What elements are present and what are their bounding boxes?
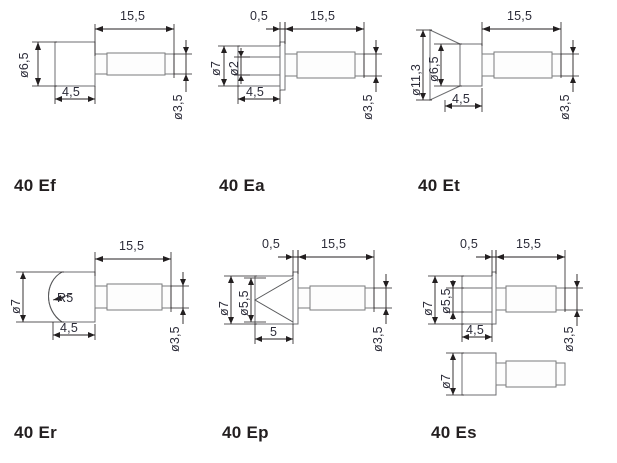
dim-text-length-total: 15,5 (310, 9, 335, 23)
dim-text-flange-thk: 0,5 (460, 237, 478, 251)
part-label-40-es: 40 Es (431, 423, 477, 442)
dim-text-shaft-dia: ø3,5 (171, 94, 185, 120)
part-label-40-ep: 40 Ep (222, 423, 269, 442)
dim-text-flange-thk: 0,5 (250, 9, 268, 23)
dim-text-head-dia-view2: ø7 (439, 374, 453, 389)
dim-step-dia-40-es: ø5,5 (439, 280, 464, 320)
drawing-40-er: 15,5 ø7 R5 (0, 232, 205, 362)
dim-text-shaft-dia: ø3,5 (168, 326, 182, 352)
drawing-40-et: 15,5 ø11,3 ø6,5 (409, 0, 617, 130)
dim-shaft-dia-40-er: ø3,5 (168, 272, 189, 352)
dim-text-length-total: 15,5 (119, 239, 144, 253)
part-outline-40-es-view2 (461, 352, 566, 396)
dim-shaft-dia-40-et: ø3,5 (558, 40, 579, 120)
dim-length-total-40-et: 15,5 (481, 9, 562, 78)
dim-shaft-dia-40-ea: ø3,5 (361, 40, 382, 120)
dim-text-head-len: 4,5 (466, 323, 484, 337)
dim-text-flange-dia: ø11,3 (409, 64, 423, 96)
part-label-40-er: 40 Er (14, 423, 58, 442)
dim-text-head-len: 4,5 (62, 85, 80, 99)
dim-text-length-total: 15,5 (120, 9, 145, 23)
dim-text-head-dia: ø6,5 (17, 52, 31, 78)
dim-length-total-40-er: 15,5 (94, 239, 172, 312)
part-outline-40-ea (237, 41, 365, 91)
dim-length-total-40-ef: 15,5 (94, 9, 175, 78)
dim-head-dia-40-ef: ø6,5 (17, 41, 57, 87)
dim-length-total-40-ea: 15,5 (284, 9, 365, 78)
dim-shaft-dia-40-ef: ø3,5 (171, 40, 192, 120)
dim-text-length-total: 15,5 (507, 9, 532, 23)
dim-text-radius: R5 (57, 291, 73, 305)
dim-text-head-len: 4,5 (452, 92, 470, 106)
dim-bore-dia-40-ea: ø2 (227, 48, 250, 84)
dim-head-dia-40-es: ø7 (421, 275, 464, 325)
dim-head-len-40-ef: 4,5 (54, 85, 96, 104)
dim-length-total-40-es: 15,5 (495, 237, 566, 312)
dim-head-dia-40-ea: ø7 (209, 45, 240, 87)
dim-radius-40-er: R5 (52, 291, 73, 305)
dim-cone-len-40-ep: 5 (254, 324, 294, 344)
dim-text-shaft-dia: ø3,5 (361, 94, 375, 120)
part-outline-40-er (48, 271, 172, 323)
dim-text-head-dia: ø6,5 (427, 56, 441, 82)
dim-text-head-dia: ø7 (9, 299, 23, 314)
part-label-40-ef: 40 Ef (14, 176, 57, 195)
drawing-40-ea: 0,5 15,5 ø7 (209, 0, 415, 130)
dim-text-shaft-dia: ø3,5 (562, 326, 576, 352)
dim-head-dia-40-et: ø6,5 (427, 43, 462, 87)
dim-flange-dia-40-et: ø11,3 (409, 29, 432, 101)
dim-shaft-dia-40-ep: ø3,5 (371, 274, 392, 352)
part-label-40-ea: 40 Ea (219, 176, 265, 195)
dim-flange-thk-40-es: 0,5 (460, 237, 497, 276)
dim-text-flange-thk: 0,5 (262, 237, 280, 251)
dim-length-total-40-ep: 15,5 (297, 237, 375, 312)
dim-head-len-40-es: 4,5 (461, 323, 493, 342)
dim-text-cone-len: 5 (270, 325, 277, 339)
drawing-40-ep: 0,5 15,5 ø7 (210, 232, 415, 362)
dim-flange-thk-40-ep: 0,5 (262, 237, 299, 276)
drawing-40-es: 0,5 15,5 ø7 (412, 232, 617, 352)
dim-text-head-dia: ø7 (421, 301, 435, 316)
dim-head-dia-40-ep: ø7 (217, 275, 257, 325)
drawing-40-ef: 15,5 ø6,5 4,5 (0, 0, 205, 130)
dim-flange-thk-40-ea: 0,5 (250, 9, 286, 46)
dim-text-head-len: 4,5 (60, 321, 78, 335)
part-outline-40-ef (54, 41, 175, 87)
dim-text-cone-dia: ø5,5 (237, 290, 251, 316)
dim-cone-dia-40-ep: ø5,5 (237, 277, 266, 323)
dim-text-length-total: 15,5 (516, 237, 541, 251)
dim-head-dia-40-es-view2: ø7 (439, 352, 464, 396)
part-label-40-et: 40 Et (418, 176, 461, 195)
part-outline-40-es (461, 271, 566, 325)
drawing-40-es-second-view: ø7 (412, 345, 617, 405)
dim-text-length-total: 15,5 (321, 237, 346, 251)
part-outline-40-ep (254, 271, 375, 325)
dim-shaft-dia-40-es: ø3,5 (562, 274, 583, 352)
dim-text-head-dia: ø7 (217, 301, 231, 316)
dim-text-step-dia: ø5,5 (439, 288, 453, 314)
part-outline-40-et (429, 29, 562, 101)
dim-text-head-dia: ø7 (209, 61, 223, 76)
dim-head-dia-40-er: ø7 (9, 271, 64, 323)
dim-text-shaft-dia: ø3,5 (371, 326, 385, 352)
dim-text-bore-dia: ø2 (227, 61, 241, 76)
dim-head-len-40-er: 4,5 (52, 321, 96, 340)
dim-text-head-len: 4,5 (246, 85, 264, 99)
dim-head-len-40-ea: 4,5 (237, 85, 281, 104)
dim-head-len-40-et: 4,5 (444, 88, 483, 112)
dim-text-shaft-dia: ø3,5 (558, 94, 572, 120)
